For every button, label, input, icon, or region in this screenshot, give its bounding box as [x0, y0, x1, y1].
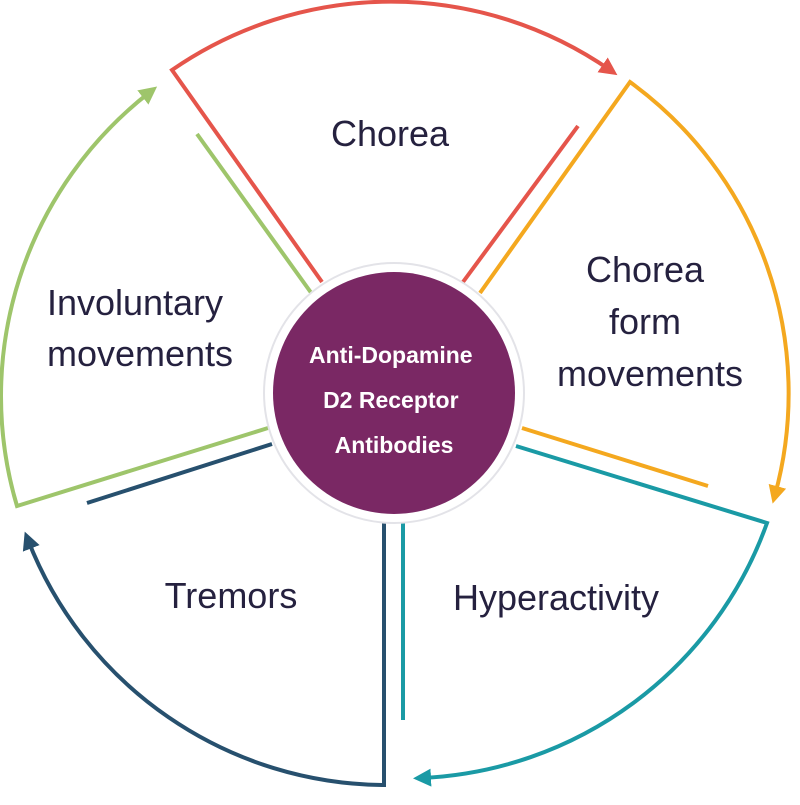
segment-chorea-form-movements-divider	[521, 426, 709, 488]
segment-tremors-divider	[86, 442, 273, 505]
segment-label-line: Chorea	[331, 113, 450, 154]
segment-label-line: movements	[557, 353, 743, 394]
segment-involuntary-movements-outline	[0, 86, 269, 509]
segment-label-line: Hyperactivity	[453, 577, 659, 618]
segment-chorea-form-movements	[478, 79, 791, 504]
segment-chorea-outline	[169, 0, 618, 284]
segment-label-involuntary-movements: Involuntary movements	[47, 282, 233, 374]
center-label-line: Antibodies	[335, 432, 454, 458]
segment-label-line: movements	[47, 333, 233, 374]
segment-label-hyperactivity: Hyperactivity	[453, 577, 659, 618]
segment-label-chorea: Chorea	[331, 113, 450, 154]
segment-involuntary-movements	[0, 86, 314, 509]
segment-label-line: Tremors	[165, 575, 298, 616]
segment-label-tremors: Tremors	[165, 575, 298, 616]
segment-involuntary-movements-divider	[195, 132, 314, 296]
segment-tremors-outline	[22, 522, 386, 788]
center-label: Anti-Dopamine D2 Receptor Antibodies	[309, 342, 479, 458]
segment-chorea	[169, 0, 618, 284]
center-label-line: Anti-Dopamine	[309, 342, 473, 368]
segment-tremors	[22, 442, 386, 788]
segment-label-line: form	[609, 301, 681, 342]
segment-label-chorea-form-movements: Chorea form movements	[557, 249, 743, 394]
center-circle	[273, 272, 515, 514]
segment-hyperactivity	[401, 444, 770, 787]
segment-chorea-form-movements-outline	[478, 79, 791, 504]
center-label-line: D2 Receptor	[323, 387, 459, 413]
segment-label-line: Involuntary	[47, 282, 223, 323]
segment-hyperactivity-outline	[413, 444, 770, 787]
segment-chorea-divider	[461, 124, 580, 284]
segment-label-line: Chorea	[586, 249, 705, 290]
